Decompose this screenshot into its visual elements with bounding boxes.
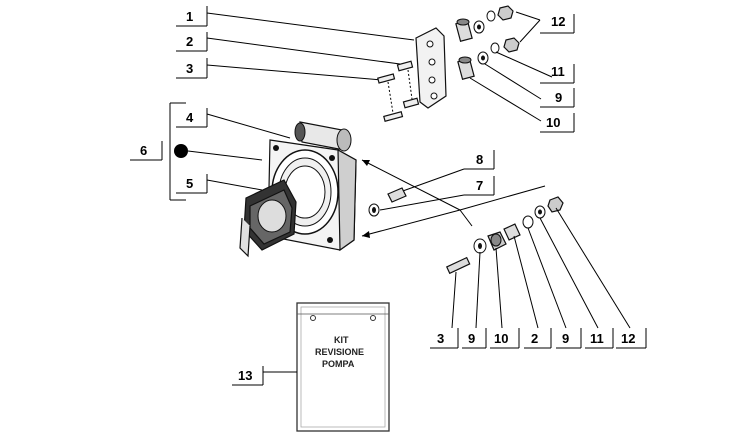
svg-text:6: 6 [140, 143, 147, 158]
callout-13: 13 [232, 366, 297, 386]
bottom-leaders [451, 207, 631, 329]
svg-text:11: 11 [551, 64, 565, 79]
callout-4: 4 [176, 108, 291, 139]
callout-6: 6 [130, 102, 263, 201]
callout-1: 1 [176, 6, 415, 41]
pin-parts [377, 60, 420, 122]
svg-text:3: 3 [186, 61, 193, 76]
svg-text:9: 9 [555, 90, 562, 105]
svg-text:2: 2 [186, 34, 193, 49]
callout-8: 8 [399, 150, 495, 193]
svg-text:3: 3 [437, 331, 444, 346]
bracket-plate [415, 27, 447, 109]
svg-text:REVISIONE: REVISIONE [315, 347, 364, 357]
callout-7: 7 [379, 176, 495, 211]
assembly-arrows [361, 159, 546, 238]
pump-body [239, 121, 357, 258]
svg-text:7: 7 [476, 178, 483, 193]
stud-nut-set-bottom [445, 196, 564, 275]
svg-text:9: 9 [468, 331, 475, 346]
kit-bag: KIT REVISIONE POMPA [296, 302, 390, 432]
svg-text:POMPA: POMPA [322, 359, 355, 369]
svg-text:12: 12 [621, 331, 635, 346]
fitting-parts [368, 187, 407, 217]
svg-text:2: 2 [531, 331, 538, 346]
svg-text:4: 4 [186, 110, 194, 125]
callout-3: 3 [176, 58, 383, 81]
svg-text:10: 10 [494, 331, 508, 346]
callout-10-top: 10 [469, 77, 575, 133]
callout-11-top: 11 [495, 51, 575, 84]
svg-text:12: 12 [551, 14, 565, 29]
bottom-callouts: 3 9 10 2 9 11 12 [430, 328, 647, 349]
callout-5: 5 [176, 174, 263, 194]
svg-text:KIT: KIT [334, 335, 349, 345]
svg-text:13: 13 [238, 368, 252, 383]
kit-marker-dot [174, 144, 188, 158]
stud-nut-set-top [455, 5, 520, 80]
callout-12-top: 12 [515, 11, 575, 43]
svg-text:5: 5 [186, 176, 193, 191]
svg-text:8: 8 [476, 152, 483, 167]
svg-text:11: 11 [590, 331, 604, 346]
callout-2: 2 [176, 32, 401, 65]
svg-text:9: 9 [562, 331, 569, 346]
svg-text:10: 10 [546, 115, 560, 130]
svg-text:1: 1 [186, 9, 193, 24]
callout-9-top: 9 [484, 63, 575, 108]
